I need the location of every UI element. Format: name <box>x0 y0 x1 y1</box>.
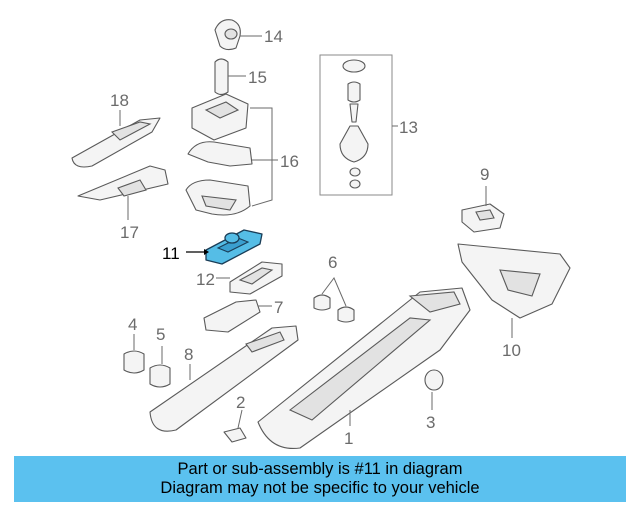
info-banner: Part or sub-assembly is #11 in diagram D… <box>14 456 626 502</box>
callout-11: 11 <box>162 244 180 263</box>
part-4-knob: 4 <box>123 315 145 374</box>
part-18-handbrake-lever: 18 <box>71 91 161 168</box>
callout-8: 8 <box>184 345 193 364</box>
part-6-buttons: 6 <box>313 253 355 323</box>
callout-12: 12 <box>196 270 215 289</box>
part-12-frame: 12 <box>196 261 283 295</box>
callout-9: 9 <box>480 165 489 184</box>
part-13-boot-assembly: 13 <box>319 54 418 196</box>
part-5-knob: 5 <box>149 325 171 388</box>
callout-5: 5 <box>156 325 165 344</box>
part-7-trim: 7 <box>203 298 283 333</box>
callout-4: 4 <box>128 315 137 334</box>
part-11-highlighted: 11 <box>162 229 263 265</box>
callout-10: 10 <box>502 341 521 360</box>
callout-2: 2 <box>236 393 245 412</box>
callout-13: 13 <box>399 118 418 137</box>
part-16-shifter-housing: 16 <box>185 93 299 216</box>
callout-14: 14 <box>264 27 283 46</box>
banner-line-1: Part or sub-assembly is #11 in diagram <box>177 460 463 478</box>
part-8-panel: 8 <box>149 325 299 432</box>
callout-16: 16 <box>280 152 299 171</box>
part-15-shift-rod: 15 <box>214 58 267 96</box>
callout-1: 1 <box>344 429 353 448</box>
callout-17: 17 <box>120 223 139 242</box>
callout-3: 3 <box>426 413 435 432</box>
part-1-console: 1 <box>257 287 471 450</box>
part-9-cover: 9 <box>461 165 505 233</box>
part-14-shift-knob: 14 <box>214 19 283 51</box>
callout-6: 6 <box>328 253 337 272</box>
part-17-handbrake-bracket: 17 <box>77 165 169 242</box>
callout-15: 15 <box>248 68 267 87</box>
part-3-knob: 3 <box>424 369 444 432</box>
callout-7: 7 <box>274 298 283 317</box>
banner-line-2: Diagram may not be specific to your vehi… <box>160 479 480 497</box>
part-2-clip: 2 <box>223 393 247 443</box>
part-10-rear-panel: 10 <box>457 243 571 360</box>
callout-18: 18 <box>110 91 129 110</box>
